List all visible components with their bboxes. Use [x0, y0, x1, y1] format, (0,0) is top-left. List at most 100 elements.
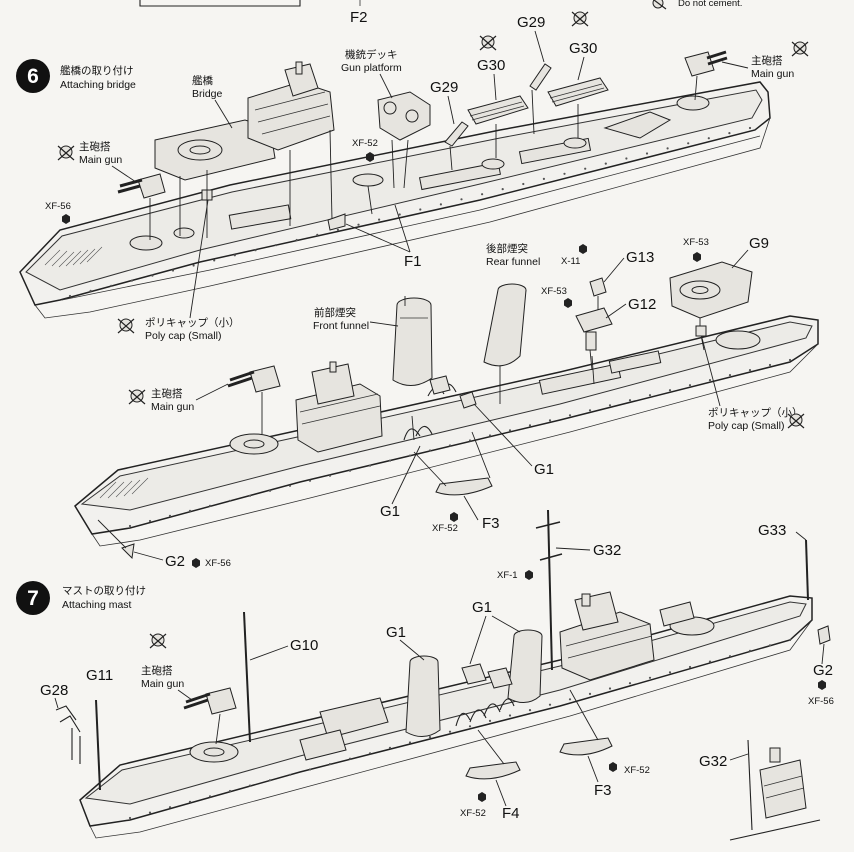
porthole	[481, 193, 484, 196]
porthole	[748, 649, 752, 652]
step-number-badge	[16, 59, 50, 93]
main-gun-aft-upper	[684, 50, 728, 101]
porthole	[192, 264, 195, 267]
porthole	[248, 784, 252, 787]
step-6-header: 6 艦橋の取り付け Attaching bridge	[16, 59, 136, 93]
porthole	[275, 244, 278, 247]
cement-mark: XF-1	[497, 570, 533, 581]
no-cement-icon	[791, 41, 809, 57]
no-cement-icon	[787, 413, 805, 429]
porthole	[645, 152, 649, 155]
porthole	[687, 142, 690, 145]
porthole	[268, 779, 272, 782]
porthole	[628, 399, 632, 402]
porthole	[336, 228, 339, 231]
porthole	[168, 806, 172, 809]
part-label-g12: G12	[628, 296, 656, 313]
part-label-g2: G2	[165, 553, 185, 570]
porthole	[208, 795, 212, 798]
svg-text:艦橋: 艦橋	[192, 74, 213, 87]
no-cement-icon	[652, 0, 667, 10]
part-g2-anchor	[97, 519, 135, 560]
part-label-f4: F4	[502, 805, 520, 822]
porthole	[563, 172, 566, 175]
svg-text:X-11: X-11	[561, 256, 580, 267]
porthole	[316, 233, 319, 236]
deck-part-f1	[327, 213, 346, 231]
porthole	[368, 752, 372, 755]
detail-inset	[729, 739, 821, 841]
porthole	[233, 254, 236, 257]
platform-g12	[575, 307, 613, 371]
top-fragment: F2 Do not cement.	[139, 0, 742, 27]
callout-poly-cap: ポリキャップ（小） Poly cap (Small)	[145, 199, 240, 342]
part-label-g1: G1	[472, 599, 492, 616]
porthole	[328, 474, 332, 477]
porthole	[288, 484, 292, 487]
step-title-jp: マストの取り付け	[62, 584, 146, 597]
anchor-g2	[817, 625, 831, 645]
no-cement-icon	[57, 145, 75, 161]
mast-g32	[535, 509, 563, 671]
cement-mark: XF-53	[541, 286, 572, 308]
porthole	[468, 439, 472, 442]
cement-mark: XF-53	[683, 237, 709, 262]
porthole	[542, 177, 546, 180]
porthole	[68, 294, 72, 298]
part-label-g10: G10	[290, 637, 318, 654]
callout-gun-platform: 機銃デッキ Gun platform	[341, 48, 402, 99]
boat-davits	[403, 375, 477, 441]
porthole	[388, 746, 392, 750]
porthole	[568, 414, 572, 417]
step-number: 7	[27, 587, 39, 610]
callout-bridge: 艦橋 Bridge	[192, 74, 233, 129]
porthole	[128, 816, 132, 820]
part-label-g32: G32	[593, 542, 621, 559]
svg-text:ポリキャップ（小）: ポリキャップ（小）	[145, 317, 240, 329]
porthole	[488, 719, 492, 723]
porthole	[439, 203, 442, 206]
svg-text:XF-56: XF-56	[45, 201, 71, 212]
boat-cradle	[352, 173, 384, 215]
porthole	[748, 126, 752, 130]
no-cement-icon	[571, 11, 589, 27]
porthole	[378, 218, 381, 221]
porthole	[295, 238, 298, 242]
porthole	[608, 687, 612, 690]
deck-fittings-upper	[44, 95, 710, 268]
part-label-g9: G9	[749, 235, 769, 252]
porthole	[748, 369, 752, 372]
callout-main-gun: 主砲搭 Main gun	[79, 140, 137, 183]
porthole	[728, 132, 731, 135]
rear-funnel	[483, 283, 527, 367]
porthole	[254, 249, 257, 252]
porthole-row	[68, 126, 752, 298]
svg-text:Poly cap (Small): Poly cap (Small)	[708, 420, 784, 432]
cement-mark: XF-52	[352, 138, 378, 162]
step-title-en: Attaching mast	[62, 599, 132, 611]
svg-text:XF-1: XF-1	[497, 570, 518, 581]
porthole	[357, 223, 360, 226]
porthole	[584, 167, 587, 170]
part-label-g30: G30	[477, 57, 505, 74]
part-label-f1: F1	[404, 253, 422, 270]
torpedo-tube-rack	[467, 95, 529, 158]
svg-text:Gun platform: Gun platform	[341, 62, 402, 74]
porthole	[668, 389, 672, 392]
ventilator	[444, 121, 469, 147]
svg-text:主砲搭: 主砲搭	[79, 140, 111, 153]
boat-f4	[465, 729, 521, 780]
cement-mark: X-11	[561, 244, 587, 267]
svg-text:XF-53: XF-53	[541, 286, 567, 297]
part-label-f2: F2	[350, 9, 368, 26]
mast-g11	[95, 699, 101, 791]
porthole	[488, 434, 492, 437]
porthole	[528, 709, 532, 712]
porthole	[528, 424, 532, 427]
porthole	[208, 504, 212, 507]
cement-mark: XF-52	[460, 792, 486, 819]
ship-hull-lower	[74, 315, 819, 547]
bridge-assembly	[154, 61, 335, 238]
part-label-g30: G30	[569, 40, 597, 57]
